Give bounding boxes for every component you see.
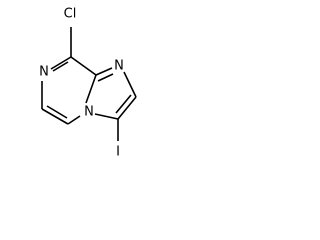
atom-nitrogen-imidazole-label: N [114,59,124,74]
bond-c3-n4 [94,113,119,120]
atom-iodine-label: I [116,145,120,160]
bond-c2-c3 [117,96,137,120]
bond-c8a-n1 [95,67,113,76]
bond-n4-c8a [85,74,97,104]
bond-c6-c5-double [46,105,68,119]
bond-c2-c3-double [115,94,132,114]
bond-c8a-c8 [70,56,97,76]
bond-c8-n7 [50,56,72,70]
atom-nitrogen-bridge-label: N [84,105,94,120]
molecule-drawing: Cl N N N I [39,7,137,160]
bond-c8-n7-double [52,61,69,72]
bond-c8a-n1-double [97,73,114,82]
bond-n1-c2 [123,71,137,98]
structure-diagram: Cl N N N I [0,0,144,168]
bond-c5-n4 [67,115,81,125]
atom-nitrogen-ring-top-label: N [39,65,49,80]
bond-c6-c5 [41,108,69,125]
atom-chlorine-label: Cl [64,7,77,22]
